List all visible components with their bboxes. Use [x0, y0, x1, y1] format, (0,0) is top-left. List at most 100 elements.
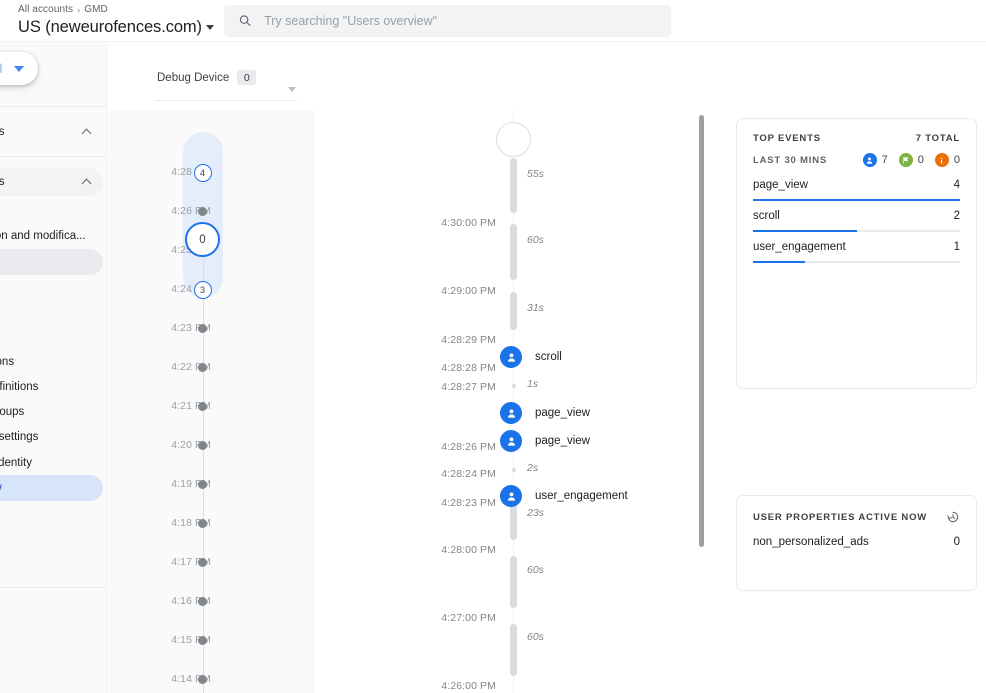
- user-event-icon: [500, 346, 522, 368]
- minimap-node[interactable]: 3: [193, 280, 212, 299]
- nav-group-ttings[interactable]: ttings: [0, 118, 103, 146]
- minimap-dot[interactable]: [198, 363, 207, 372]
- sidebar-item-ing-identity[interactable]: ing identity: [0, 450, 103, 476]
- top-event-row[interactable]: scroll 2: [753, 210, 960, 232]
- stream-gap-label: 2s: [527, 462, 539, 474]
- chevron-down-icon[interactable]: [288, 87, 296, 92]
- minimap-row[interactable]: 4:24 PM 3: [107, 279, 313, 299]
- top-events-title: TOP EVENTS: [753, 133, 821, 144]
- breadcrumb: All accounts › GMD: [18, 4, 222, 16]
- stream-time-label: 4:28:26 PM: [441, 441, 496, 453]
- minimap-dot[interactable]: [198, 597, 207, 606]
- minimap-row[interactable]: 4:14 PM: [107, 669, 313, 689]
- minimap-dot[interactable]: [198, 402, 207, 411]
- minimap-row[interactable]: 4:21 PM: [107, 396, 313, 416]
- minimap-dot[interactable]: [198, 207, 207, 216]
- stream-time-label: 4:28:28 PM: [441, 362, 496, 374]
- stream-event-row[interactable]: page_view: [500, 402, 720, 424]
- top-events-subtitle: LAST 30 MINS: [753, 154, 827, 166]
- minimap-node[interactable]: 4: [193, 163, 212, 182]
- top-events-card: TOP EVENTS 7 TOTAL LAST 30 MINS 7 0 0 pa…: [736, 118, 977, 389]
- minimap-row[interactable]: 4:15 PM: [107, 630, 313, 650]
- account-selector[interactable]: All accounts › GMD US (neweurofences.com…: [0, 4, 222, 37]
- nav-divider-0: [0, 106, 106, 107]
- minimap-row[interactable]: 4:19 PM: [107, 474, 313, 494]
- minimap-row[interactable]: 4:22 PM: [107, 357, 313, 377]
- minimap-row[interactable]: 4:23 PM: [107, 318, 313, 338]
- global-search[interactable]: [224, 4, 671, 37]
- minimap-dot[interactable]: [198, 519, 207, 528]
- nav-group-label: ttings: [0, 176, 5, 188]
- sidebar-item-label: arisons: [0, 356, 15, 368]
- vertical-scrollbar[interactable]: [699, 115, 704, 547]
- sidebar-item-view[interactable]: View: [0, 475, 103, 501]
- sidebar-item-ection-and-modifica[interactable]: ection and modifica...: [0, 223, 103, 249]
- minimap-dot[interactable]: [198, 441, 207, 450]
- nav-group-label: ttings: [0, 126, 5, 138]
- stream-spine: [513, 110, 515, 693]
- legend-item: 0: [934, 153, 960, 167]
- sidebar-item-el-groups[interactable]: el groups: [0, 399, 103, 425]
- stream-minimap[interactable]: 0 4:28 PM 4 4:26 PM 4:25 PM 4:24 PM 3 4:…: [107, 110, 313, 693]
- stream-gap-label: 55s: [527, 168, 544, 180]
- top-event-row[interactable]: page_view 4: [753, 179, 960, 201]
- minimap-dot[interactable]: [198, 558, 207, 567]
- minimap-dot[interactable]: [198, 636, 207, 645]
- sidebar-item-tant[interactable]: tant: [0, 84, 103, 110]
- stream-event-row[interactable]: page_view: [500, 430, 720, 452]
- minimap-row[interactable]: 4:20 PM: [107, 435, 313, 455]
- chevron-down-icon[interactable]: [14, 65, 24, 72]
- stream-gap-label: 23s: [527, 507, 544, 519]
- user-properties-title: USER PROPERTIES ACTIVE NOW: [753, 511, 928, 523]
- sidebar-item-label: el groups: [0, 406, 25, 418]
- nav-group-ttings[interactable]: ttings: [0, 168, 103, 196]
- minimap-row[interactable]: 4:18 PM: [107, 513, 313, 533]
- minimap-row[interactable]: 4:17 PM: [107, 552, 313, 572]
- stream-gap-label: 1s: [527, 378, 539, 390]
- minimap-row[interactable]: 4:16 PM: [107, 591, 313, 611]
- debug-device-selector[interactable]: Debug Device 0: [157, 70, 257, 85]
- minimap-row[interactable]: 4:28 PM 4: [107, 162, 313, 182]
- top-event-row[interactable]: user_engagement 1: [753, 241, 960, 263]
- minimap-dot[interactable]: [198, 480, 207, 489]
- sidebar-item-ces[interactable]: ces: [0, 324, 103, 350]
- stream-event-row[interactable]: scroll: [500, 346, 720, 368]
- breadcrumb-property[interactable]: GMD: [84, 4, 108, 15]
- sidebar-item-inks[interactable]: inks: [0, 501, 103, 527]
- top-event-value: 1: [953, 241, 960, 253]
- search-input[interactable]: [264, 13, 657, 28]
- minimap-dot[interactable]: [198, 675, 207, 684]
- sidebar-item-ents[interactable]: ents: [0, 298, 103, 324]
- legend-value: 0: [917, 154, 924, 166]
- breadcrumb-separator-icon: ›: [77, 5, 81, 15]
- chevron-up-icon[interactable]: [81, 128, 92, 139]
- user-property-value: 0: [953, 536, 960, 548]
- stream-gap-bar: [510, 624, 517, 676]
- history-clock-icon[interactable]: [946, 510, 960, 524]
- sidebar-item-label: tion settings: [0, 431, 39, 443]
- sidebar-item-arisons[interactable]: arisons: [0, 349, 103, 375]
- minimap-head-node[interactable]: 0: [185, 222, 220, 257]
- top-event-label: scroll: [753, 210, 780, 222]
- top-header-bar: All accounts › GMD US (neweurofences.com…: [0, 0, 986, 42]
- breadcrumb-all-accounts[interactable]: All accounts: [18, 4, 74, 15]
- user-property-row[interactable]: non_personalized_ads 0: [737, 524, 976, 548]
- top-events-list: page_view 4 scroll 2 user_engagement 1: [737, 167, 976, 282]
- chevron-up-icon[interactable]: [81, 178, 92, 189]
- sidebar-item-n-definitions[interactable]: n definitions: [0, 374, 103, 400]
- minimap-dot[interactable]: [198, 324, 207, 333]
- top-event-value: 2: [953, 210, 960, 222]
- minimap-row[interactable]: 4:26 PM: [107, 201, 313, 221]
- stream-time-label: 4:29:00 PM: [441, 285, 496, 297]
- sidebar-item-tion-settings[interactable]: tion settings: [0, 424, 103, 450]
- nav-divider-2: [0, 587, 106, 588]
- conversion-flag-icon: [898, 153, 913, 167]
- stream-event-row[interactable]: user_engagement: [500, 485, 720, 507]
- stream-head-node[interactable]: [496, 122, 531, 157]
- chevron-down-icon[interactable]: [205, 25, 214, 30]
- sidebar-item-lay[interactable]: lay: [0, 249, 103, 275]
- stream-time-label: 4:28:27 PM: [441, 381, 496, 393]
- property-switcher-pill[interactable]: [0, 52, 38, 85]
